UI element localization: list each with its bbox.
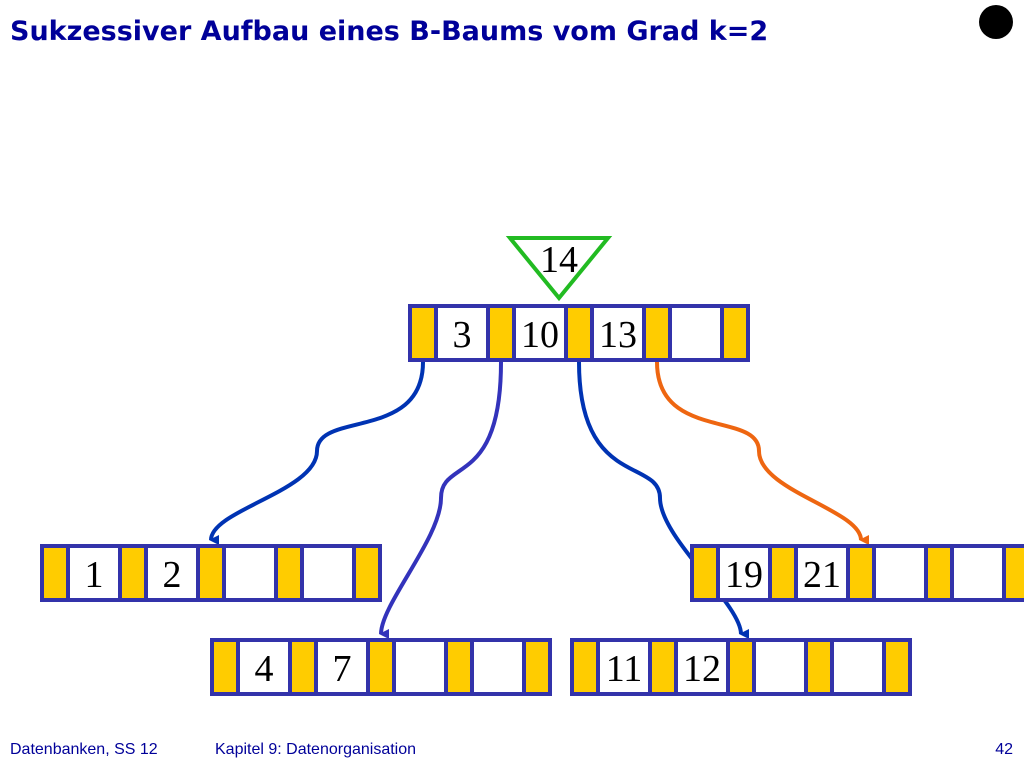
root-pointer-3 [568, 308, 590, 358]
leaf-4-pointer-4 [928, 548, 950, 598]
leaf-3-pointer-5 [886, 642, 908, 692]
link-pointer-4-to-leaf-4 [655, 361, 870, 545]
root-key-3: 13 [599, 314, 637, 356]
footer-chapter: Kapitel 9: Datenorganisation [215, 741, 417, 758]
root-pointer-2 [490, 308, 512, 358]
root-pointer-4 [646, 308, 668, 358]
insert-triangle-icon [505, 236, 613, 302]
leaf-1-pointer-1 [44, 548, 66, 598]
leaf-3-key-1: 11 [606, 648, 643, 690]
leaf-2-pointer-1 [214, 642, 236, 692]
leaf-3-pointer-4 [808, 642, 830, 692]
leaf-2-pointer-5 [526, 642, 548, 692]
leaf-3-pointer-3 [730, 642, 752, 692]
root-key-1: 3 [453, 314, 472, 356]
leaf-4-pointer-2 [772, 548, 794, 598]
leaf-2-key-2: 7 [333, 648, 352, 690]
leaf-1-pointer-5 [356, 548, 378, 598]
root-pointer-5 [724, 308, 746, 358]
leaf-1-pointer-2 [122, 548, 144, 598]
leaf-2-pointer-4 [448, 642, 470, 692]
bullet-dot-icon [979, 5, 1013, 39]
leaf-1-key-2: 2 [163, 554, 182, 596]
leaf-3-pointer-1 [574, 642, 596, 692]
inserted-key: 14 [540, 239, 578, 281]
leaf-1-key-1: 1 [85, 554, 104, 596]
footer-course: Datenbanken, SS 12 [10, 741, 158, 758]
leaf-4-pointer-5 [1006, 548, 1024, 598]
leaf-node-3: 11 12 [570, 638, 912, 696]
leaf-3-pointer-2 [652, 642, 674, 692]
leaf-2-pointer-2 [292, 642, 314, 692]
link-pointer-1-to-leaf-1 [209, 361, 425, 546]
root-key-2: 10 [521, 314, 559, 356]
insert-marker: 14 [505, 236, 613, 302]
leaf-4-pointer-1 [694, 548, 716, 598]
footer-page-number: 42 [995, 741, 1013, 758]
leaf-2-pointer-3 [370, 642, 392, 692]
leaf-4-pointer-3 [850, 548, 872, 598]
leaf-4-key-2: 21 [803, 554, 841, 596]
leaf-3-key-2: 12 [683, 648, 721, 690]
leaf-1-pointer-4 [278, 548, 300, 598]
root-node: 3 10 13 [408, 304, 750, 362]
link-pointer-2-to-leaf-2 [379, 361, 503, 640]
leaf-2-key-1: 4 [255, 648, 274, 690]
slide-title: Sukzessiver Aufbau eines B-Baums vom Gra… [10, 16, 769, 47]
root-pointer-1 [412, 308, 434, 358]
leaf-1-pointer-3 [200, 548, 222, 598]
leaf-4-key-1: 19 [725, 554, 763, 596]
